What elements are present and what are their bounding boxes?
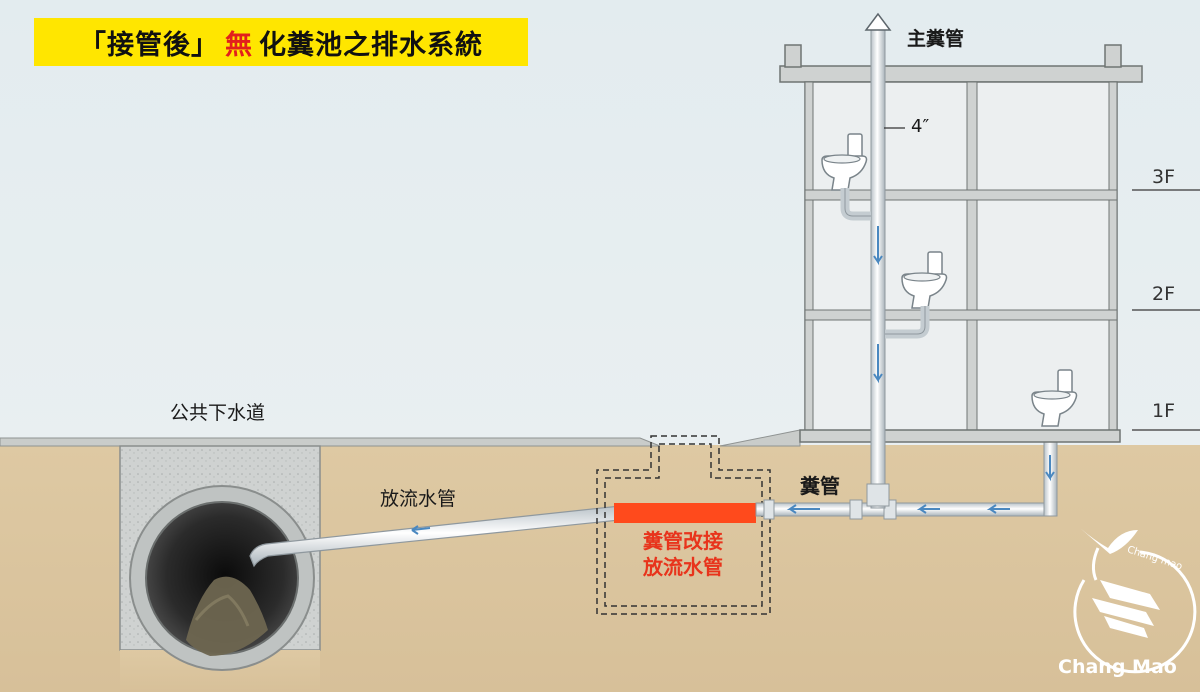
reroute-label-line2: 放流水管 xyxy=(643,555,723,579)
flow-arrow-icon xyxy=(411,455,1055,535)
flow-arrow-icon xyxy=(873,226,883,266)
brand-name: Chang Mao xyxy=(1058,656,1177,678)
reroute-label: 糞管改接 放流水管 xyxy=(618,528,748,580)
manure-pipe-label: 糞管 xyxy=(800,474,840,498)
stack-elbow xyxy=(866,483,890,507)
pipe-size-label: 4″ xyxy=(911,116,930,137)
outflow-pipe-label: 放流水管 xyxy=(380,488,457,510)
floor-markers xyxy=(1132,189,1200,431)
sewage-flow xyxy=(186,576,268,656)
main-stack-pipe xyxy=(870,29,886,509)
building-frame xyxy=(779,44,1143,443)
title-prefix: 「接管後」 xyxy=(79,29,219,61)
reroute-label-line1: 糞管改接 xyxy=(643,529,723,553)
2f-branch-outline xyxy=(885,306,926,335)
main-pipe-label: 主糞管 xyxy=(907,28,965,50)
floor-label-2f: 2F xyxy=(1152,283,1176,305)
3f-branch-outline xyxy=(844,188,871,217)
sewage-texture xyxy=(194,594,250,627)
diagram-title: 「接管後」無化糞池之排水系統 xyxy=(34,18,528,66)
title-accent: 無 xyxy=(225,29,253,61)
pipe-joint-3 xyxy=(763,499,775,520)
removed-septic-tank-inner xyxy=(604,443,763,607)
reroute-bar xyxy=(614,503,756,523)
removed-septic-tank-outer xyxy=(596,435,771,615)
brand-logo-icon xyxy=(1073,528,1197,674)
floor-label-1f: 1F xyxy=(1152,400,1176,422)
floor-label-3f: 3F xyxy=(1152,166,1176,188)
pipe-joint-1 xyxy=(849,499,863,520)
flow-arrow-icon xyxy=(873,344,883,384)
title-suffix: 化糞池之排水系統 xyxy=(259,29,483,61)
road-surface xyxy=(0,437,661,447)
public-sewer-label: 公共下水道 xyxy=(170,402,266,424)
up-arrow-icon xyxy=(864,12,892,31)
